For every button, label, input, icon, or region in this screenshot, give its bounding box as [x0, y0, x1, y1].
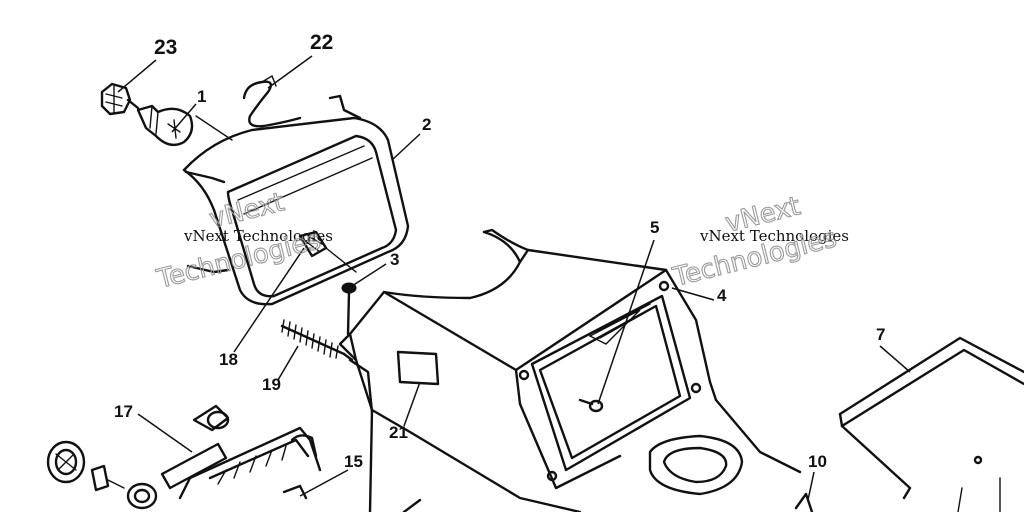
bulb-part: [136, 104, 194, 147]
callout-22: 22: [310, 31, 333, 54]
watermark-right: vNext vNext Technologies Technologies: [669, 191, 849, 294]
key-switch-part: [46, 440, 158, 510]
watermark-text: vNext Technologies: [699, 227, 849, 245]
hood-part: [338, 228, 802, 512]
callout-18: 18: [219, 350, 238, 369]
spring-part: [280, 319, 354, 362]
callout-4: 4: [717, 286, 727, 305]
screw-part: [341, 282, 357, 336]
console-part: [178, 404, 422, 512]
callout-2: 2: [422, 115, 431, 134]
callout-21: 21: [389, 423, 408, 442]
leader-lines: [117, 55, 911, 501]
callout-15: 15: [344, 452, 363, 471]
callout-1: 1: [197, 87, 206, 106]
adjuster-clip-part: [298, 230, 357, 273]
seal-strip-part: [160, 442, 228, 490]
callout-7: 7: [876, 325, 885, 344]
watermark-left: vNext vNext Technologies Technologies: [153, 187, 333, 296]
decal-part: [396, 350, 440, 386]
callout-19: 19: [262, 375, 281, 394]
headlight-housing-part: [182, 94, 410, 306]
callout-3: 3: [390, 250, 399, 269]
hood-screw-part: [578, 398, 604, 413]
callout-23: 23: [154, 36, 177, 59]
watermark-text: vNext Technologies: [183, 227, 333, 245]
callout-5: 5: [650, 218, 659, 237]
bulb-socket-part: [100, 82, 140, 116]
callout-10: 10: [808, 452, 827, 471]
wire-part: [242, 74, 302, 128]
callout-17: 17: [114, 402, 133, 421]
bracket-part: [794, 492, 814, 512]
callout-labels: 23 22 1 2 5 3 4 7 18 19 17 21 15 10: [114, 31, 885, 471]
windshield-part: [838, 336, 1024, 512]
